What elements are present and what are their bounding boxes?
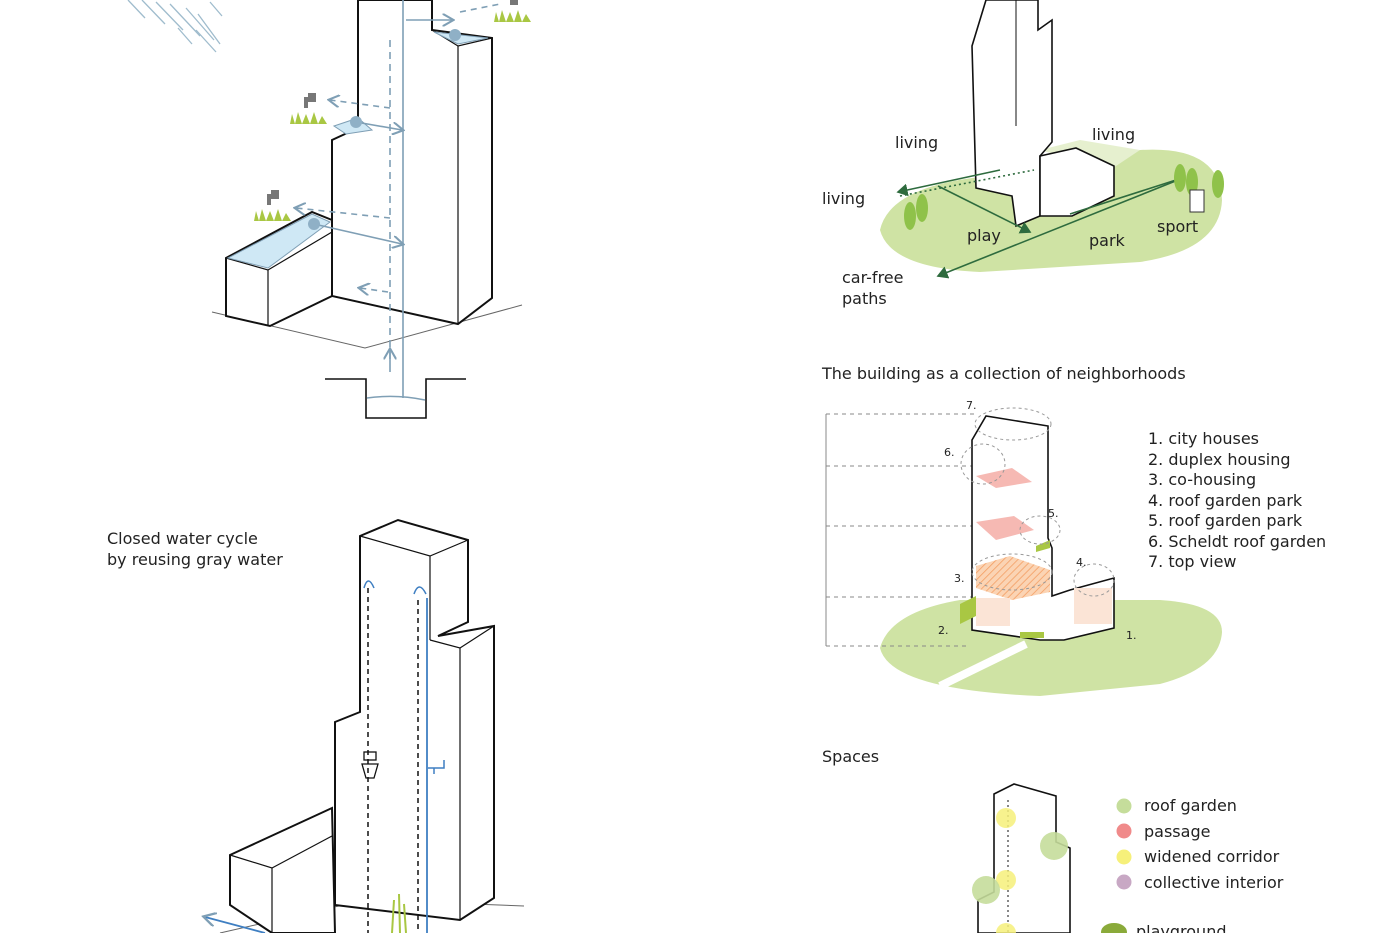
sport-field-icon [1189, 189, 1205, 213]
marker-1: 1. [1126, 629, 1137, 642]
marker-5: 5. [1048, 507, 1059, 520]
neighborhoods-title: The building as a collection of neighbor… [821, 364, 1186, 383]
list-item: 5. roof garden park [1148, 511, 1303, 530]
program-diagram: living living living play park sport car… [822, 0, 1224, 308]
label-living-mid: living [822, 189, 865, 208]
legend-label: playground [1136, 922, 1226, 933]
legend-label: passage [1144, 822, 1210, 841]
tower [971, 0, 1053, 228]
marker-7: 7. [966, 399, 977, 412]
label-sport: sport [1157, 217, 1198, 236]
spaces-title: Spaces [822, 747, 879, 766]
label-car-free: car-free [842, 268, 903, 287]
neighborhood-list: 1. city houses 2. duplex housing 3. co-h… [1148, 429, 1326, 571]
grass-icon [254, 10, 531, 221]
rain-lines [127, 0, 223, 53]
gw-tall-block [334, 518, 495, 922]
legend-swatch-playground [1101, 923, 1127, 933]
legend-label: roof garden [1144, 796, 1237, 815]
tree-icon [904, 164, 1224, 230]
label-play: play [967, 226, 1001, 245]
cistern [325, 378, 466, 419]
list-item: 1. city houses [1148, 429, 1259, 448]
water-roof-low [226, 213, 331, 269]
list-item: 4. roof garden park [1148, 491, 1303, 510]
gw-low-wing [229, 806, 337, 933]
rainwater-diagram [127, 0, 531, 419]
marker-2: 2. [938, 624, 949, 637]
legend-swatch-widened-corridor [1116, 849, 1132, 865]
legend-label: widened corridor [1144, 847, 1280, 866]
spaces-diagram: Spaces [822, 747, 1071, 933]
tap-icon [267, 0, 518, 205]
list-item: 7. top view [1148, 552, 1237, 571]
list-item: 6. Scheldt roof garden [1148, 532, 1326, 551]
neighborhoods-diagram: The building as a collection of neighbor… [821, 364, 1326, 696]
marker-4: 4. [1076, 556, 1087, 569]
graywater-diagram: Closed water cycle by reusing gray water [107, 518, 525, 933]
legend-swatch-collective-interior [1116, 874, 1132, 890]
legend-label: collective interior [1144, 873, 1284, 892]
list-item: 2. duplex housing [1148, 450, 1291, 469]
legend-swatch-roof-garden [1116, 798, 1132, 814]
legend-swatch-passage [1116, 823, 1132, 839]
caption-line1: Closed water cycle [107, 529, 258, 548]
label-park: park [1089, 231, 1126, 250]
nb-markers: 1. 2. 3. 4. 5. 6. 7. [938, 399, 1137, 642]
label-paths: paths [842, 289, 887, 308]
caption-line2: by reusing gray water [107, 550, 283, 569]
orange-hatch-floors [976, 556, 1050, 600]
tall-block [331, 0, 493, 326]
marker-3: 3. [954, 572, 965, 585]
label-living-right: living [1092, 125, 1135, 144]
toilet-icon [361, 751, 379, 779]
spaces-legend: roof garden passage widened corridor col… [1101, 796, 1284, 933]
shower-icon [428, 760, 445, 774]
label-living-left: living [895, 133, 938, 152]
plant-icon [391, 893, 407, 933]
list-item: 3. co-housing [1148, 470, 1256, 489]
marker-6: 6. [944, 446, 955, 459]
